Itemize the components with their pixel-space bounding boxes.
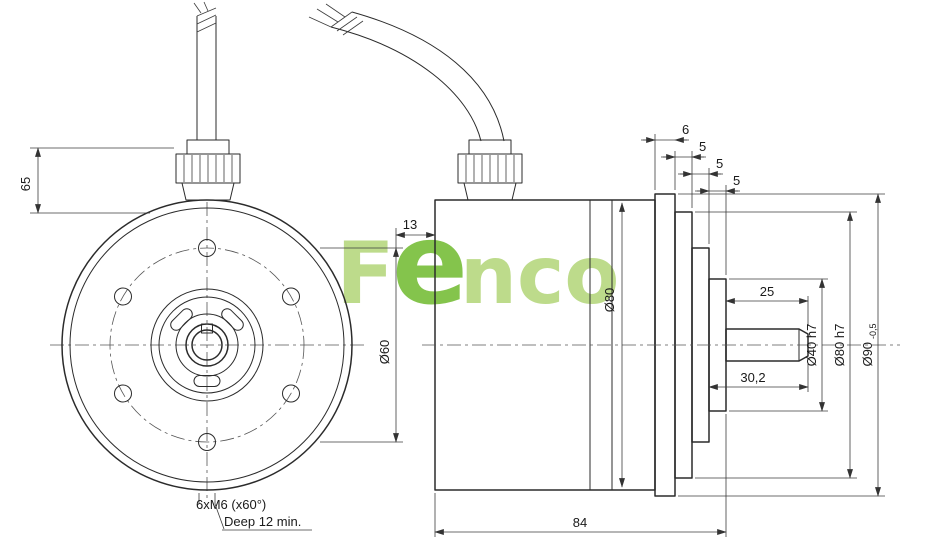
front-view: 65 6xM6 (x60°) Deep 12 min. [18, 1, 364, 531]
dim-d80-body-label: Ø80 [602, 288, 617, 313]
dim-65-label: 65 [18, 177, 33, 191]
front-clamp-slots [170, 308, 244, 387]
dim-84-label: 84 [573, 515, 587, 530]
gland-cap [468, 139, 512, 155]
dim-65: 65 [18, 147, 174, 214]
dim-13: 13 [395, 217, 436, 248]
dim-d40h7-label: Ø40 h7 [804, 324, 819, 367]
dim-30-2: 30,2 [708, 364, 809, 392]
dim-d60-label: Ø60 [377, 340, 392, 365]
front-mounting-note: 6xM6 (x60°) Deep 12 min. [196, 493, 312, 531]
front-centerlines [50, 202, 364, 500]
dim-d90-label: Ø90-0,5 [860, 323, 878, 366]
shaft-bore-circle [191, 329, 223, 361]
front-cable-gland [175, 1, 241, 201]
dim-5-2: 5 [678, 156, 723, 244]
bolt-circle-centerline [109, 247, 305, 443]
dim-5-2-label: 5 [716, 156, 723, 171]
gland-knurling [465, 155, 515, 182]
dim-5-1-label: 5 [699, 139, 706, 154]
dim-30-2-label: 30,2 [740, 370, 765, 385]
dim-84: 84 [434, 414, 727, 537]
dim-25: 25 [725, 284, 809, 326]
front-mounting-holes [114, 239, 300, 451]
dim-13-label: 13 [403, 217, 417, 232]
gland-base [463, 182, 517, 201]
dim-d80h7: Ø80 h7 [695, 211, 857, 479]
dim-d80-body: Ø80 [602, 202, 625, 488]
note-depth-label: Deep 12 min. [224, 514, 301, 529]
dim-5-3: 5 [695, 173, 740, 275]
note-holes-label: 6xM6 (x60°) [196, 497, 266, 512]
dim-d40h7: Ø40 h7 [729, 278, 828, 412]
side-cable-gland [308, 3, 523, 201]
gland-cap [186, 139, 230, 155]
watermark-leaf-e: e [392, 200, 468, 330]
watermark-letters-nco: nco [460, 229, 619, 322]
gland-base [181, 182, 235, 201]
dim-25-label: 25 [760, 284, 774, 299]
dim-6: 6 [641, 122, 689, 190]
watermark-letter-f: F [336, 224, 395, 324]
side-view: 13 Ø60 Ø80 6 5 [308, 3, 900, 537]
dim-d80h7-label: Ø80 h7 [832, 324, 847, 367]
gland-knurling [183, 155, 233, 182]
dim-d90: Ø90-0,5 [678, 193, 885, 497]
fenco-watermark: F e nco [336, 200, 619, 330]
keyway [201, 323, 213, 334]
dim-d90-tolerance: -0,5 [868, 323, 878, 339]
dim-d60: Ø60 [320, 247, 403, 443]
dim-5-1: 5 [661, 139, 706, 208]
dim-5-3-label: 5 [733, 173, 740, 188]
dim-6-label: 6 [682, 122, 689, 137]
